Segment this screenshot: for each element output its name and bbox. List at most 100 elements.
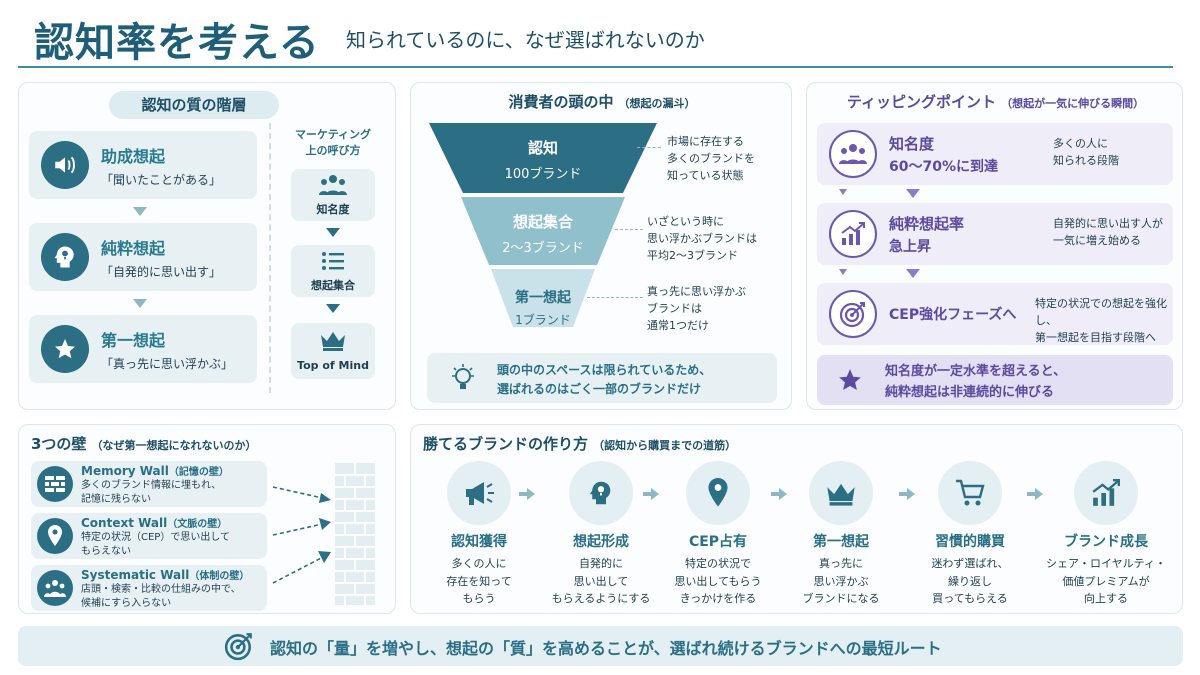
page-subtitle: 知られているのに、なぜ選ばれないのか: [346, 28, 705, 52]
marketing-item-top-of-mind: Top of Mind: [291, 323, 375, 379]
brick-wall-icon: [335, 463, 375, 605]
wall-desc: 店頭・検索・比較の仕組みの中で、 候補にすら入らない: [81, 583, 241, 610]
note-line: ブランドは: [647, 302, 702, 316]
wall-item-context: Context Wall（文脈の壁） 特定の状況（CEP）で思い出して もらえな…: [31, 513, 267, 559]
wall-item-memory: Memory Wall（記憶の壁） 多くのブランド情報に埋もれ、 記憶に残らない: [31, 461, 267, 507]
arrow-down-icon: [133, 207, 147, 216]
star-icon: [837, 367, 863, 397]
marketing-title: マーケティング 上の呼び方: [281, 127, 385, 159]
hierarchy-title: 認知の質の階層: [109, 91, 279, 119]
arrow-down-icon: [839, 189, 847, 195]
desc-line: もらえるようにする: [551, 592, 651, 606]
page-title: 認知率を考える: [34, 20, 320, 66]
brand-step: ブランド成長 シェア・ロイヤルティ・ 価値プレミアムが 向上する: [1041, 461, 1171, 608]
step-desc: 真っ先に 思い浮かぶ ブランドになる: [789, 555, 893, 608]
walls-title-sub: （なぜ第一想起になれないのか）: [91, 439, 257, 452]
tipping-panel: ティッピングポイント （想起が一気に伸びる瞬間） 知名度 60〜70%に到達 多…: [806, 82, 1183, 410]
crown-icon: [319, 329, 347, 355]
footer-banner: 認知の「量」を増やし、想起の「質」を高めることが、選ばれ続けるブランドへの最短ル…: [18, 626, 1183, 666]
step-desc: 多くの人に 存在を知って もらう: [429, 555, 529, 608]
wall-name: Memory Wall: [81, 464, 169, 478]
desc-line: 第一想起を目指す段階へ: [1035, 331, 1156, 345]
note-line: 真っ先に思い浮かぶ: [647, 285, 746, 298]
people-icon: [829, 130, 877, 178]
head-idea-icon: [569, 461, 633, 525]
funnel-tip-text: 頭の中のスペースは限られているため、 選ばれるのはごく一部のブランドだけ: [497, 361, 711, 399]
funnel-layer-consideration: [461, 197, 625, 265]
arrow-down-icon: [133, 299, 147, 308]
wall-desc: 特定の状況（CEP）で思い出して もらえない: [81, 531, 230, 558]
note-line: 市場に存在する: [667, 135, 744, 148]
note-line: 多くのブランドを: [667, 152, 755, 166]
desc-line: もらう: [462, 592, 496, 606]
list-icon: [321, 251, 345, 275]
tipping-stage-cep: CEP強化フェーズへ 特定の状況での想起を強化し、 第一想起を目指す段階へ: [817, 283, 1173, 345]
desc-line: 思い浮かぶ: [813, 574, 869, 588]
level-desc: 「真っ先に思い浮かぶ」: [101, 357, 234, 371]
step-desc: シェア・ロイヤルティ・ 価値プレミアムが 向上する: [1041, 555, 1171, 608]
funnel-tip: 頭の中のスペースは限られているため、 選ばれるのはごく一部のブランドだけ: [427, 353, 777, 403]
star-icon: [41, 325, 89, 373]
desc-line: 多くのブランド情報に埋もれ、: [81, 480, 222, 491]
brick-icon: [37, 466, 73, 502]
desc-line: 記憶に残らない: [81, 493, 151, 505]
speaker-icon: [41, 141, 89, 189]
funnel-panel: 消費者の頭の中 （想起の漏斗） 認知 100ブランド 想起集合 2〜3ブランド …: [410, 82, 792, 410]
brand-title-sub: （認知から購買までの道筋）: [593, 439, 737, 452]
marketing-item-consideration: 想起集合: [291, 245, 375, 297]
step-desc: 特定の状況で 思い出してもらう きっかけを作る: [663, 555, 773, 608]
stage-title: 純粋想起率: [889, 215, 965, 233]
note-line: 通常1つだけ: [647, 319, 709, 333]
desc-line: 特定の状況での想起を強化し、: [1035, 297, 1167, 328]
marketing-item-label: 知名度: [316, 203, 350, 216]
arrow-down-icon: [906, 269, 920, 278]
tipping-title: ティッピングポイント （想起が一気に伸びる瞬間）: [807, 91, 1184, 112]
group-icon: [37, 570, 73, 606]
brand-panel: 勝てるブランドの作り方 （認知から購買までの道筋） 認知獲得 多くの人に 存在を…: [410, 424, 1183, 614]
tipping-title-sub: （想起が一気に伸びる瞬間）: [1001, 97, 1145, 110]
people-icon: [318, 173, 348, 201]
desc-line: 候補にすら入らない: [81, 597, 172, 609]
step-title: 習慣的購買: [935, 534, 1005, 550]
connector-line: [637, 147, 661, 148]
desc-line: 迷わず選ばれ、: [931, 557, 1009, 570]
stage-subtitle: 急上昇: [889, 239, 931, 255]
funnel-layer-name: 想起集合: [512, 213, 573, 231]
tip-line: 頭の中のスペースは限られているため、: [497, 363, 712, 377]
desc-line: 価値プレミアムが: [1062, 574, 1150, 588]
stage-title: CEP強化フェーズへ: [889, 307, 1017, 323]
note-line: 平均2〜3ブランド: [647, 249, 738, 263]
desc-line: 多くの人に: [451, 557, 507, 570]
step-title: 想起形成: [573, 534, 629, 550]
marketing-item-label: Top of Mind: [297, 359, 369, 372]
walls-panel: 3つの壁 （なぜ第一想起になれないのか） Memory Wall（記憶の壁） 多…: [18, 424, 396, 614]
desc-line: きっかけを作る: [679, 592, 757, 606]
tip-line: 選ばれるのはごく一部のブランドだけ: [497, 382, 702, 397]
funnel-layer-awareness: [429, 123, 657, 193]
arrow-down-icon: [326, 228, 340, 237]
brand-step: 第一想起 真っ先に 思い浮かぶ ブランドになる: [789, 461, 893, 608]
desc-line: 多くの人に: [1053, 137, 1108, 150]
note-line: 思い浮かぶブランドは: [647, 232, 757, 246]
funnel-layer-first-recall: [491, 269, 595, 327]
footer-message: 認知の「量」を増やし、想起の「質」を高めることが、選ばれ続けるブランドへの最短ル…: [270, 639, 942, 658]
marketing-title-line: マーケティング: [294, 128, 372, 141]
desc-line: 繰り返し: [948, 574, 992, 588]
step-title: ブランド成長: [1064, 534, 1148, 550]
desc-line: 知られる段階: [1053, 154, 1119, 168]
tipping-stage-awareness: 知名度 60〜70%に到達 多くの人に 知られる段階: [817, 123, 1173, 185]
desc-line: 特定の状況（CEP）で思い出して: [81, 532, 231, 543]
walls-title-main: 3つの壁: [31, 435, 87, 453]
brand-step: 想起形成 自発的に 思い出して もらえるようにする: [543, 461, 659, 608]
funnel-layer-name: 認知: [527, 139, 558, 157]
tipping-title-main: ティッピングポイント: [846, 93, 996, 111]
note-line: いざという時に: [647, 215, 724, 228]
chevron-right-icon: [899, 488, 915, 500]
desc-line: ブランドになる: [802, 592, 880, 606]
wall-arrows: [272, 486, 331, 584]
head-idea-icon: [41, 233, 89, 281]
tipping-note-text: 知名度が一定水準を超えると、 純粋想起は非連続的に伸びる: [885, 362, 1066, 404]
step-title: CEP占有: [688, 534, 748, 550]
step-desc: 自発的に 思い出して もらえるようにする: [543, 555, 659, 608]
walls-title: 3つの壁 （なぜ第一想起になれないのか）: [31, 433, 257, 454]
